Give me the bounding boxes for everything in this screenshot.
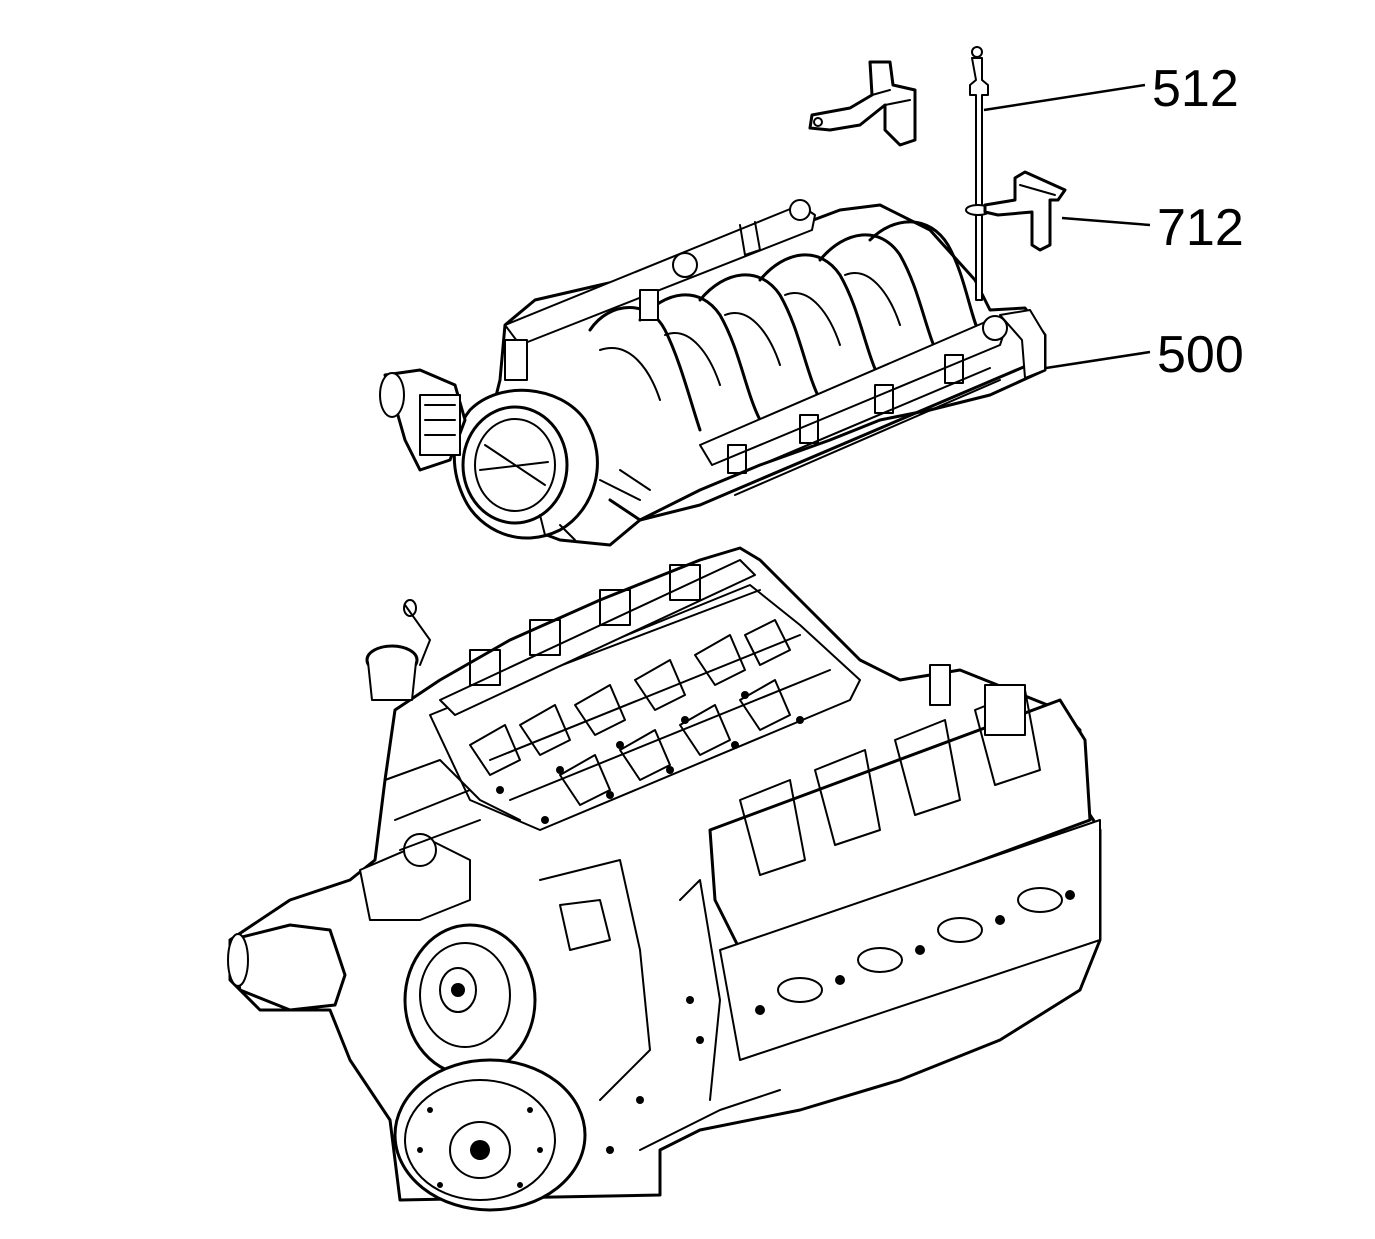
bracket-part [808, 60, 917, 147]
callout-512: 512 [983, 60, 1239, 118]
callout-label-512: 512 [1152, 60, 1239, 118]
intake-manifold [379, 199, 1047, 547]
callout-label-500: 500 [1157, 326, 1244, 384]
engine-block [227, 546, 1102, 1212]
dipstick-tube-512 [965, 46, 991, 301]
callout-712: 712 [1061, 199, 1244, 257]
bracket-part-712 [983, 170, 1067, 252]
callout-500: 500 [1045, 326, 1244, 384]
callout-label-712: 712 [1157, 199, 1244, 257]
